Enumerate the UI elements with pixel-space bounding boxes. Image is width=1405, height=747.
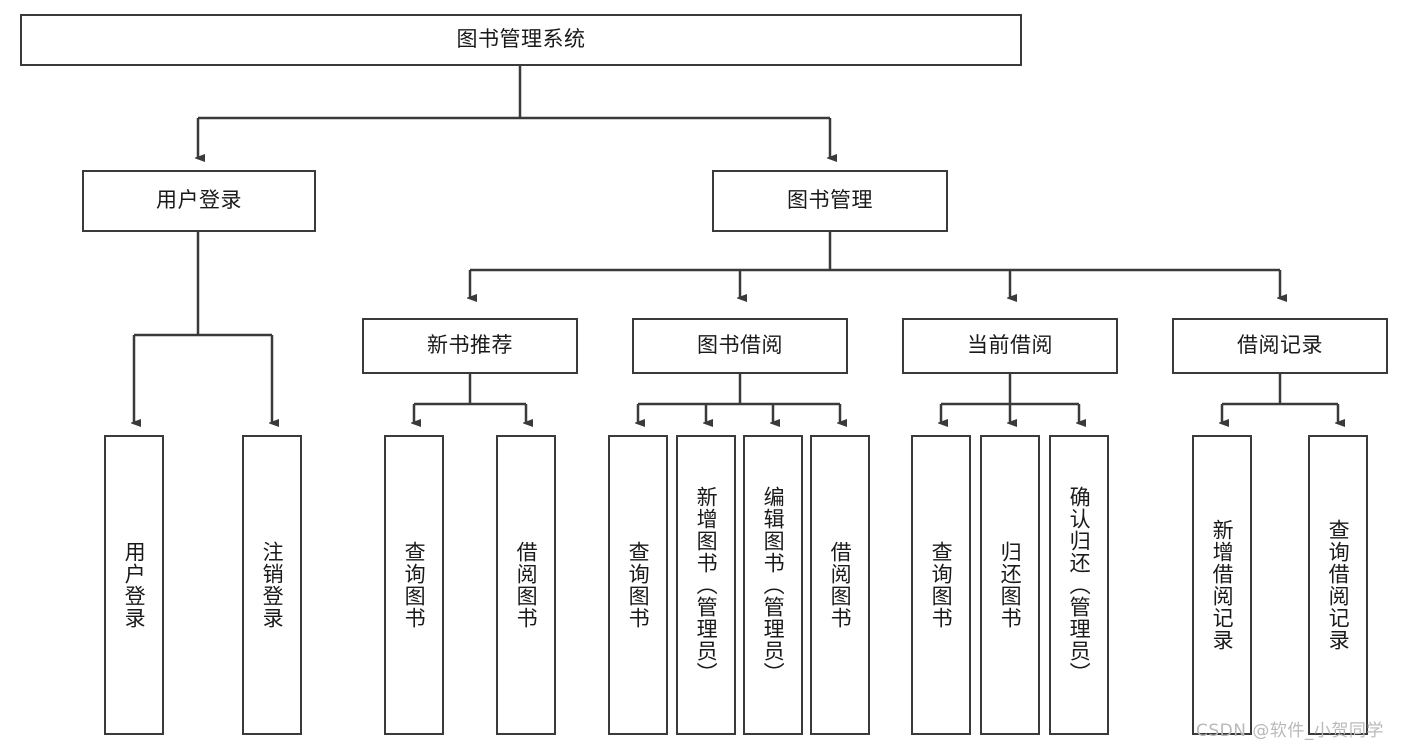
csdn-watermark: CSDN @软件_小贺同学 [1196,721,1384,741]
leaf-user-login[interactable]: 用户登录 [104,435,164,735]
node-user-login[interactable]: 用户登录 [82,170,316,232]
leaf-nbr-borrow-book[interactable]: 借阅图书 [496,435,556,735]
leaf-cb-confirm-return-admin[interactable]: 确认归还（管理员） [1049,435,1109,735]
leaf-label: 注销登录 [260,541,285,629]
leaf-label: 查询图书 [402,541,427,629]
leaf-user-logout[interactable]: 注销登录 [242,435,302,735]
leaf-label: 查询借阅记录 [1326,519,1351,651]
leaf-br-add-record[interactable]: 新增借阅记录 [1192,435,1252,735]
leaf-label: 新增借阅记录 [1210,519,1235,651]
leaf-label: 用户登录 [122,541,147,629]
node-current-borrow[interactable]: 当前借阅 [902,318,1118,374]
node-book-manage[interactable]: 图书管理 [712,170,948,232]
leaf-br-query-record[interactable]: 查询借阅记录 [1308,435,1368,735]
leaf-bb-edit-book-admin[interactable]: 编辑图书（管理员） [743,435,803,735]
leaf-label: 查询图书 [626,541,651,629]
node-book-borrow[interactable]: 图书借阅 [632,318,848,374]
node-new-book-recommend[interactable]: 新书推荐 [362,318,578,374]
leaf-label: 确认归还（管理员） [1067,486,1092,684]
leaf-label: 借阅图书 [514,541,539,629]
leaf-bb-query-book[interactable]: 查询图书 [608,435,668,735]
leaf-cb-query-book[interactable]: 查询图书 [911,435,971,735]
leaf-cb-return-book[interactable]: 归还图书 [980,435,1040,735]
leaf-label: 借阅图书 [828,541,853,629]
leaf-bb-add-book-admin[interactable]: 新增图书（管理员） [676,435,736,735]
leaf-label: 新增图书（管理员） [694,486,719,684]
node-borrow-record[interactable]: 借阅记录 [1172,318,1388,374]
leaf-label: 归还图书 [998,541,1023,629]
leaf-label: 编辑图书（管理员） [761,486,786,684]
leaf-bb-borrow-book[interactable]: 借阅图书 [810,435,870,735]
leaf-nbr-query-book[interactable]: 查询图书 [384,435,444,735]
leaf-label: 查询图书 [929,541,954,629]
node-root[interactable]: 图书管理系统 [20,14,1022,66]
